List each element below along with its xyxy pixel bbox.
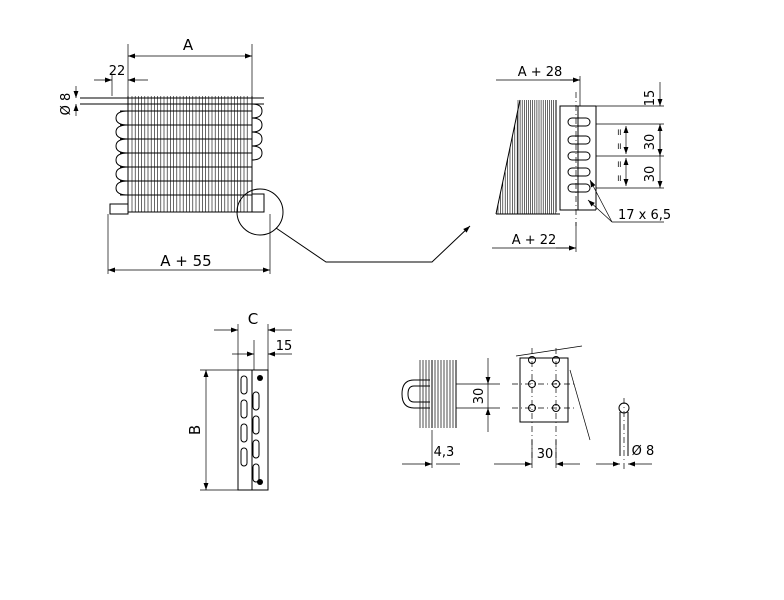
- side-view-dimensions: C 15 B: [186, 310, 293, 491]
- svg-text:=: =: [615, 160, 625, 168]
- dim-c: C: [248, 310, 258, 328]
- condenser-front-view: [80, 96, 471, 263]
- bracket-holes: [528, 356, 560, 412]
- slots-spec-label: 17 x 6,5: [618, 208, 671, 223]
- detail-fin-pack: [497, 100, 557, 214]
- plan-fin-pack: [419, 360, 457, 428]
- dim-a-plus-55: A + 55: [160, 252, 211, 270]
- mounting-slots: [567, 117, 591, 193]
- mounting-detail-view: [495, 92, 597, 226]
- dim-15-side: 15: [276, 339, 293, 354]
- svg-text:=: =: [615, 142, 625, 150]
- dim-4-3: 4,3: [434, 445, 455, 460]
- tube-rows: [120, 110, 252, 196]
- svg-text:=: =: [615, 128, 625, 136]
- fin-pack: [131, 96, 248, 212]
- dim-30-upper: 30: [643, 134, 658, 151]
- dim-a-plus-22: A + 22: [512, 233, 557, 248]
- plan-view-pin: [618, 398, 630, 470]
- dim-30-horizontal: 30: [537, 447, 554, 462]
- svg-text:=: =: [615, 174, 625, 182]
- dim-22: 22: [109, 64, 126, 79]
- dim-30-lower: 30: [643, 166, 658, 183]
- return-bends: [115, 110, 129, 196]
- dim-30-vertical: 30: [472, 388, 487, 405]
- side-view: [237, 369, 269, 491]
- equal-marks: = = = =: [615, 126, 629, 186]
- dim-b: B: [186, 425, 204, 435]
- dim-a-plus-28: A + 28: [518, 65, 563, 80]
- plan-view-bracket: [512, 345, 591, 460]
- dim-15-top: 15: [643, 90, 658, 107]
- dim-diameter-8: Ø 8: [59, 93, 74, 116]
- plan-view-dimensions: 30 4,3 30 Ø 8: [402, 358, 654, 468]
- plan-view-coil: [401, 360, 500, 428]
- front-view-dimensions: A 22 Ø 8 A + 55: [59, 36, 271, 274]
- dim-a: A: [183, 36, 194, 54]
- detail-dimensions: A + 28 A + 22 15 30 30 = = = = 17 x 6,5: [492, 65, 671, 252]
- side-slots: [240, 375, 260, 483]
- dim-pin-diameter-8: Ø 8: [632, 444, 655, 459]
